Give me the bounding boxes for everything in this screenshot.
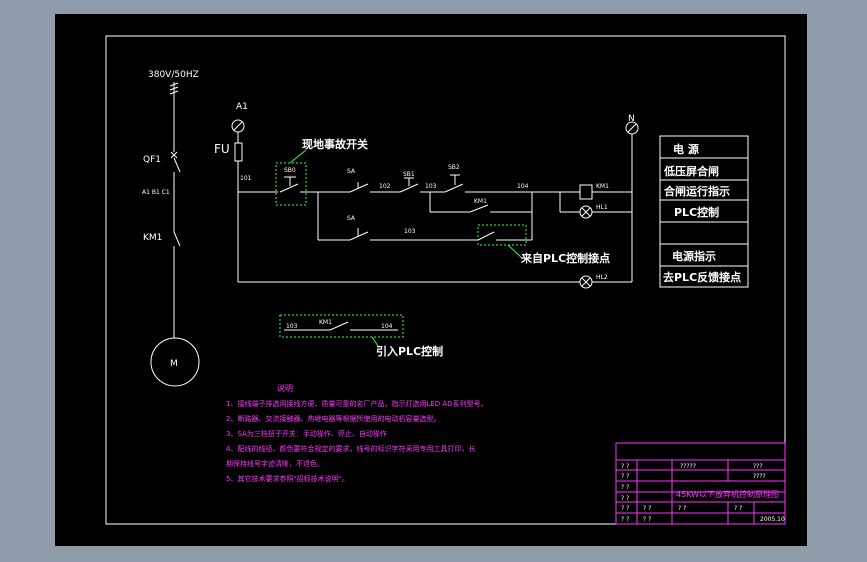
plc-contact-leader [507, 244, 523, 259]
sa-top-label: SA [347, 168, 356, 175]
tb-cell-1: ? ? [621, 463, 629, 470]
wire-101-label: 101 [240, 175, 252, 182]
sa-bottom-branch [317, 192, 532, 241]
emergency-leader [289, 149, 307, 164]
note-4: 4、配线的线径、颜色要符合规定的要求，线号的标识字符采用专用工具打印，长 [226, 444, 475, 453]
wire-103-lead-label: 103 [286, 323, 298, 330]
tb-cell-7: ? ? [643, 505, 651, 512]
sb1-label: SB1 [403, 171, 415, 178]
breaker-label: QF1 [143, 155, 161, 165]
sb2-contact-symbol [444, 174, 464, 193]
wire-102-label: 102 [379, 183, 391, 190]
contactor-km1-main-symbol [173, 231, 181, 338]
note-6: 5、其它技术要求参照"招标技术说明"。 [226, 474, 349, 483]
neutral-terminal [625, 121, 639, 282]
note-3: 3、SA为三档扭子开关：手动操作、停止、自动操作 [226, 429, 387, 438]
wire-103-label: 103 [425, 183, 437, 190]
drawing-frame [105, 35, 786, 525]
sb0-label: SB0 [284, 167, 296, 174]
legend-table [659, 135, 749, 288]
wire-103b-label: 103 [404, 228, 416, 235]
emergency-switch-callout: 现地事故开关 [302, 137, 368, 151]
legend-row-7: 去PLC反馈接点 [663, 270, 741, 284]
legend-row-1: 电 源 [673, 142, 699, 156]
km1-coil-label: KM1 [596, 183, 609, 190]
legend-row-4: PLC控制 [674, 205, 719, 219]
fuse-label: FU [214, 142, 230, 156]
tb-cell-8: ? ? [643, 516, 651, 523]
sb0-contact-symbol [279, 176, 299, 193]
phase-a-label: A1 [236, 102, 248, 112]
wire-104-label: 104 [517, 183, 529, 190]
plc-lead-leader [371, 336, 379, 347]
km1-contact-label: KM1 [474, 198, 487, 205]
hl2-label: HL2 [596, 274, 608, 281]
note-2: 2、断路器、交流接触器、热继电器等根据所使用的电动机容量选型。 [226, 414, 440, 423]
tb-cell-9: ??? [753, 463, 763, 470]
breaker-phases-label: A1 B1 C1 [142, 189, 170, 196]
legend-row-2: 低压屏合闸 [663, 164, 719, 178]
supply-label: 380V/50HZ [148, 70, 199, 80]
plc-lead-callout: 引入PLC控制 [376, 344, 443, 358]
wire-104-lead-label: 104 [381, 323, 393, 330]
supply-terminal [169, 82, 179, 100]
motor-label: M [170, 359, 178, 369]
sb2-label: SB2 [448, 164, 460, 171]
note-1: 1、接线端子排选用接线方便、质量可靠的名厂产品，指示灯选用LED AD系列型号。 [226, 399, 488, 408]
sa-bottom-label: SA [347, 215, 356, 222]
tb-cell-13: ? ? [734, 505, 742, 512]
drawing-title: 45KW以下放弃机控制原理图 [676, 489, 779, 499]
hl1-label: HL1 [596, 204, 608, 211]
km1-coil-symbol [579, 184, 593, 200]
contactor-label: KM1 [143, 233, 162, 243]
km1-hold-branch [429, 192, 533, 240]
drawing-sheet [55, 14, 807, 546]
motor-symbol [150, 337, 200, 387]
km1-ext-label: KM1 [319, 319, 332, 326]
tb-cell-3: ? ? [621, 484, 629, 491]
neutral-label: N [628, 114, 635, 124]
note-5: 期保持线号字迹清晰，不退色。 [226, 459, 324, 468]
plc-lead-highlight [279, 314, 404, 338]
tb-cell-6: ? ? [621, 516, 629, 523]
tb-cell-10: ???? [753, 473, 766, 480]
hl2-lamp-symbol [238, 275, 632, 289]
sb1-contact-symbol [399, 177, 419, 193]
sa-top-contact-symbol [349, 182, 369, 193]
tb-cell-11: ????? [680, 463, 696, 470]
tb-cell-5: ? ? [621, 505, 629, 512]
breaker-qf1-symbol [170, 100, 181, 232]
plc-contact-callout: 来自PLC控制接点 [520, 251, 610, 265]
phase-a-terminal [231, 119, 245, 143]
tb-cell-12: ? ? [678, 505, 686, 512]
plc-contact-highlight [477, 224, 527, 246]
tb-cell-4: ? ? [621, 495, 629, 502]
plc-lead-circuit [284, 321, 398, 331]
title-block [615, 442, 786, 525]
legend-row-3: 合闸运行指示 [664, 184, 730, 198]
hl1-lamp-symbol [559, 192, 632, 219]
notes-title: 说明 [277, 383, 293, 393]
drawing-date: 2005.10 [760, 516, 785, 523]
tb-cell-2: ? ? [621, 473, 629, 480]
legend-row-6: 电源指示 [672, 249, 716, 263]
